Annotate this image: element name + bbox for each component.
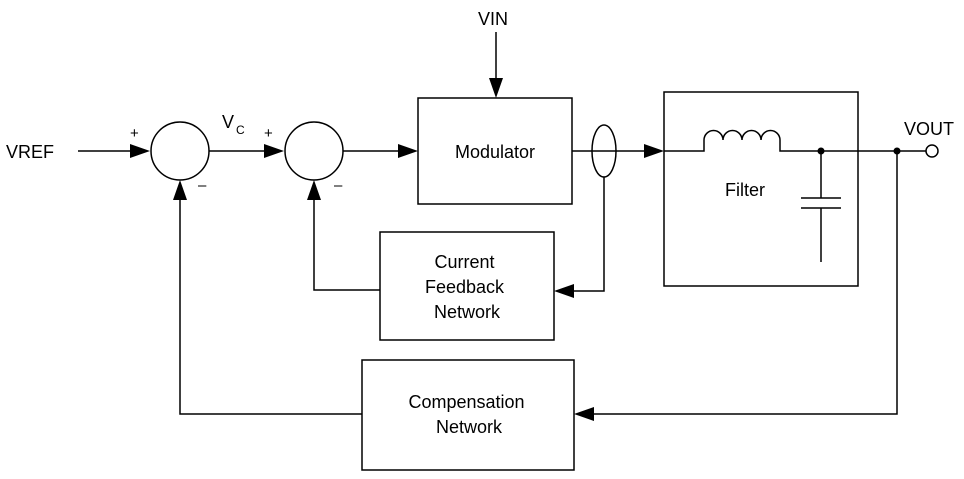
vin-label: VIN bbox=[478, 9, 508, 29]
vout-label: VOUT bbox=[904, 119, 954, 139]
sum2-to-modulator-arrowhead bbox=[398, 144, 418, 158]
current-feedback-output-wire bbox=[313, 198, 380, 291]
modulator-output-arrowhead bbox=[644, 144, 664, 158]
modulator-block bbox=[417, 97, 573, 205]
current-feedback-line-3: Network bbox=[434, 302, 501, 322]
current-feedback-label: Current Feedback Network bbox=[425, 252, 509, 322]
sum2-minus-sign: – bbox=[334, 177, 343, 194]
current-feedback-network-block bbox=[379, 231, 555, 341]
modulator-label: Modulator bbox=[455, 142, 535, 162]
current-sense-wire bbox=[572, 177, 605, 292]
compensation-network-block bbox=[361, 359, 575, 471]
sum1-plus-sign: + bbox=[130, 125, 139, 142]
compensation-output-wire bbox=[179, 198, 362, 415]
sum2-plus-sign: + bbox=[264, 125, 273, 142]
compensation-line-2: Network bbox=[436, 417, 503, 437]
current-feedback-arrowhead bbox=[554, 284, 574, 298]
compensation-line-1: Compensation bbox=[408, 392, 524, 412]
filter-label: Filter bbox=[725, 180, 765, 200]
current-feedback-line-1: Current bbox=[434, 252, 494, 272]
filter-block bbox=[663, 91, 859, 287]
inductor-symbol bbox=[664, 129, 897, 152]
vout-feedback-wire bbox=[592, 151, 898, 415]
summing-junction-current bbox=[284, 121, 344, 181]
compensation-label: Compensation Network bbox=[408, 392, 529, 437]
current-feedback-line-2: Feedback bbox=[425, 277, 505, 297]
sum1-minus-sign: – bbox=[198, 177, 207, 194]
summing-junction-voltage bbox=[150, 121, 210, 181]
sum2-feedback-arrowhead bbox=[307, 180, 321, 200]
vout-terminal bbox=[925, 144, 939, 158]
vc-subscript: C bbox=[236, 123, 245, 137]
vref-label: VREF bbox=[6, 142, 54, 162]
vin-arrowhead bbox=[489, 78, 503, 98]
capacitor-junction-dot bbox=[817, 147, 825, 155]
vc-arrowhead bbox=[264, 144, 284, 158]
vref-arrowhead bbox=[130, 144, 150, 158]
sum1-feedback-arrowhead bbox=[173, 180, 187, 200]
compensation-input-arrowhead bbox=[574, 407, 594, 421]
vc-main: V bbox=[222, 112, 234, 132]
